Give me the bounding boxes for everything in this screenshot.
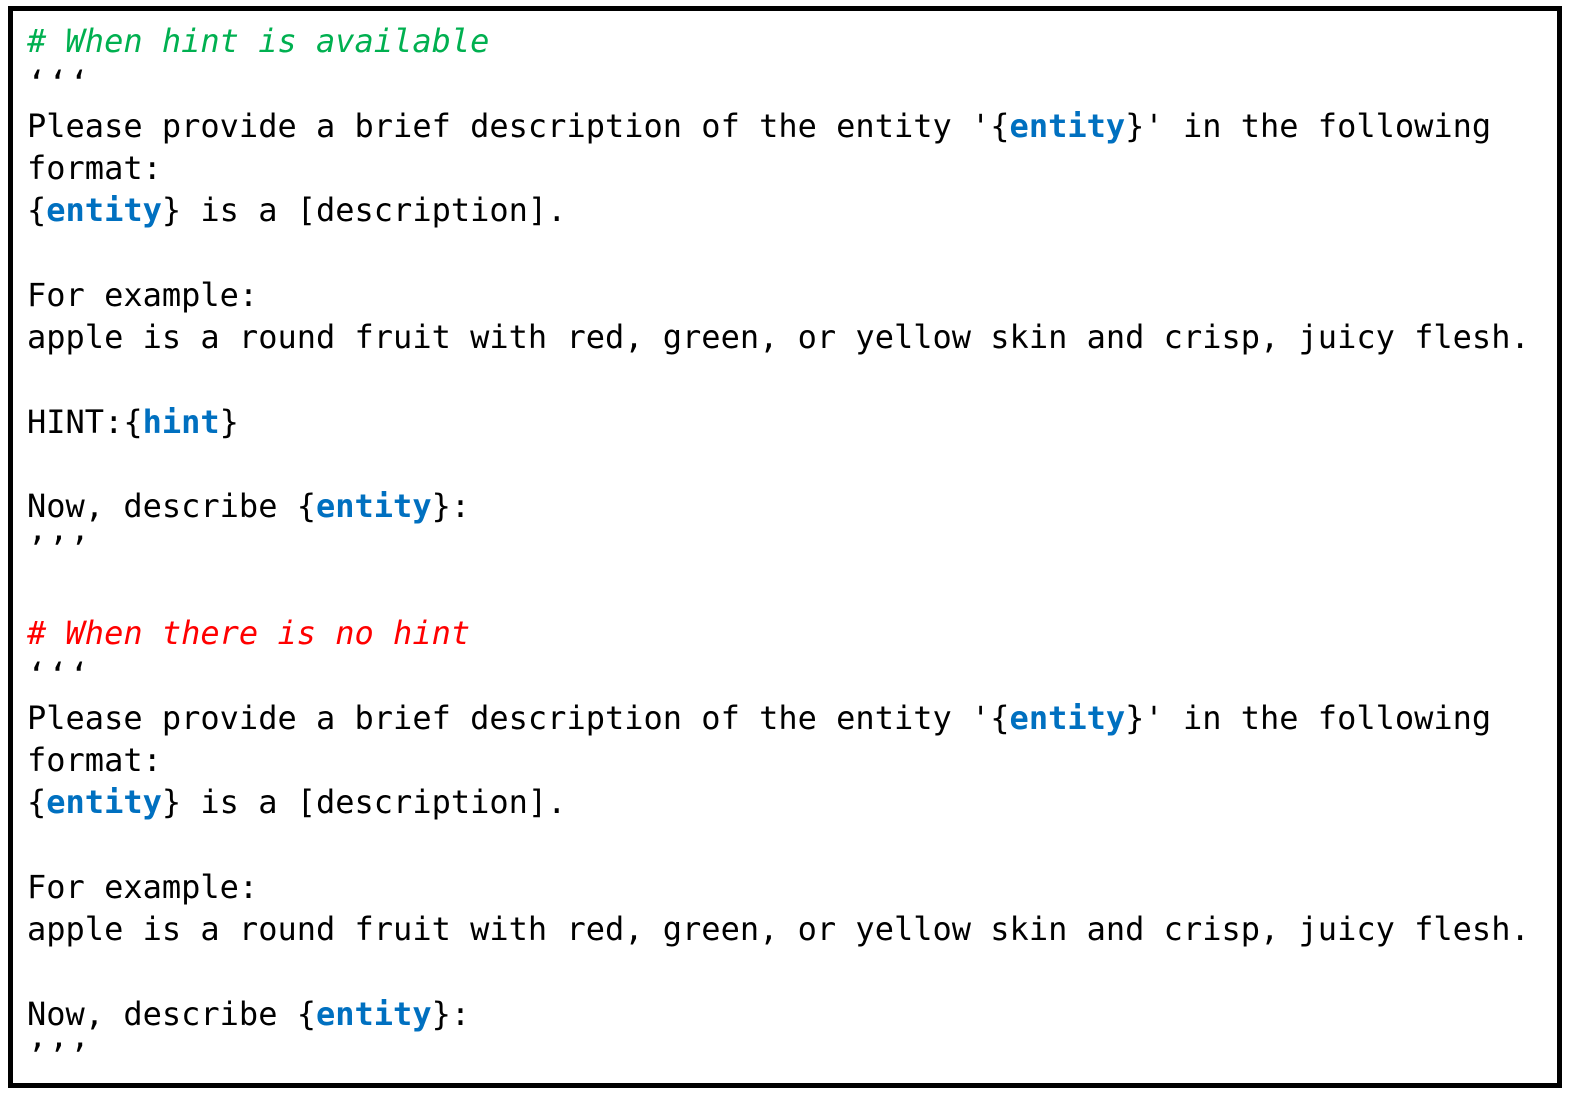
code-line: format: bbox=[27, 147, 1547, 189]
code-line: For example: bbox=[27, 866, 1547, 908]
code-line bbox=[27, 951, 1547, 993]
code-line: HINT:{hint} bbox=[27, 401, 1547, 443]
placeholder-entity: entity bbox=[315, 487, 432, 526]
code-text: ’’’ bbox=[27, 529, 91, 568]
code-text: For example: bbox=[27, 275, 259, 314]
placeholder-hint: hint bbox=[142, 402, 220, 441]
code-text: Now, describe { bbox=[27, 487, 316, 526]
code-text: ’’’ bbox=[27, 1037, 91, 1076]
code-text: { bbox=[27, 191, 47, 230]
code-line bbox=[27, 824, 1547, 866]
code-line: ‘‘‘ bbox=[27, 62, 1547, 104]
placeholder-entity: entity bbox=[315, 994, 432, 1033]
prompt-template-box: # When hint is available‘‘‘Please provid… bbox=[8, 6, 1562, 1088]
comment-no-hint: # When there is no hint bbox=[27, 614, 471, 653]
code-line bbox=[27, 358, 1547, 400]
code-text: }' in the following bbox=[1125, 106, 1492, 145]
placeholder-entity: entity bbox=[46, 783, 162, 822]
code-line: ‘‘‘ bbox=[27, 654, 1547, 696]
comment-with-hint: # When hint is available bbox=[27, 22, 490, 60]
code-block: # When hint is available‘‘‘Please provid… bbox=[27, 20, 1547, 1077]
code-line: ’’’ bbox=[27, 528, 1547, 570]
code-line: Now, describe {entity}: bbox=[27, 993, 1547, 1035]
code-line: For example: bbox=[27, 274, 1547, 316]
code-line: apple is a round fruit with red, green, … bbox=[27, 316, 1547, 358]
code-line: Please provide a brief description of th… bbox=[27, 697, 1547, 739]
code-text: apple is a round fruit with red, green, … bbox=[27, 910, 1530, 949]
code-line: apple is a round fruit with red, green, … bbox=[27, 908, 1547, 950]
code-line: Please provide a brief description of th… bbox=[27, 105, 1547, 147]
code-text: }' in the following bbox=[1125, 698, 1492, 737]
code-text: } is a [description]. bbox=[161, 191, 567, 230]
code-text: } is a [description]. bbox=[161, 783, 567, 822]
code-text: }: bbox=[431, 994, 471, 1033]
code-text: } bbox=[219, 402, 239, 441]
code-text: For example: bbox=[27, 867, 259, 906]
code-line bbox=[27, 570, 1547, 612]
code-line: {entity} is a [description]. bbox=[27, 189, 1547, 231]
code-line bbox=[27, 231, 1547, 273]
code-text: }: bbox=[431, 487, 471, 526]
code-text: Now, describe { bbox=[27, 994, 316, 1033]
placeholder-entity: entity bbox=[46, 191, 162, 230]
placeholder-entity: entity bbox=[1009, 698, 1126, 737]
code-text: HINT:{ bbox=[27, 402, 143, 441]
code-line: {entity} is a [description]. bbox=[27, 781, 1547, 823]
code-text: Please provide a brief description of th… bbox=[27, 698, 1010, 737]
code-line: Now, describe {entity}: bbox=[27, 485, 1547, 527]
code-line: format: bbox=[27, 739, 1547, 781]
code-text: format: bbox=[27, 148, 162, 187]
code-line: ’’’ bbox=[27, 1035, 1547, 1077]
code-text: { bbox=[27, 783, 47, 822]
code-text: format: bbox=[27, 741, 162, 780]
code-text: ‘‘‘ bbox=[27, 656, 91, 695]
placeholder-entity: entity bbox=[1009, 106, 1126, 145]
code-text: ‘‘‘ bbox=[27, 64, 91, 103]
code-text: Please provide a brief description of th… bbox=[27, 106, 1010, 145]
code-text: apple is a round fruit with red, green, … bbox=[27, 318, 1530, 357]
code-line bbox=[27, 443, 1547, 485]
